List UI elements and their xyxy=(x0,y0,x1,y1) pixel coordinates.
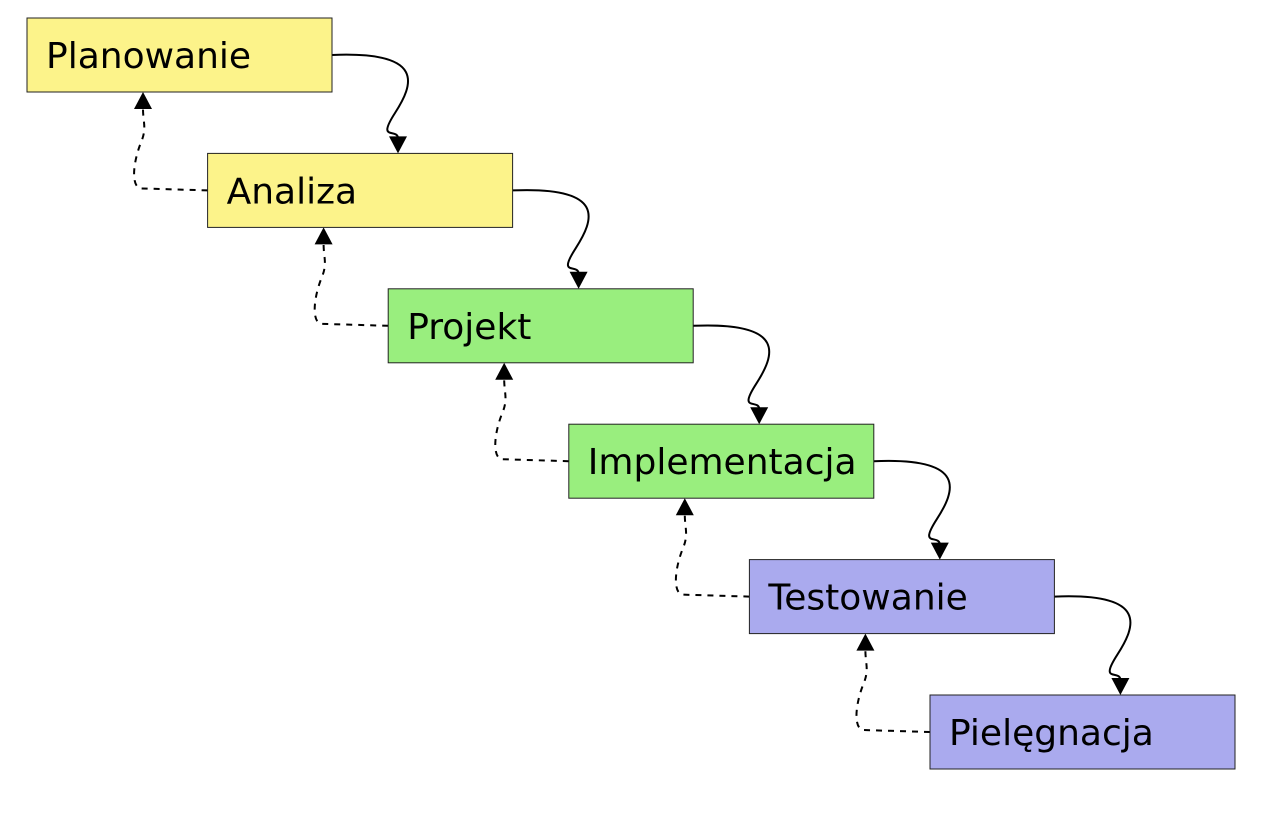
forward-arrow-line xyxy=(693,324,771,409)
backward-arrowhead-icon xyxy=(675,498,694,516)
stage-box xyxy=(26,17,333,93)
stage-box xyxy=(929,694,1236,770)
stage-label: Testowanie xyxy=(767,578,967,619)
stage-4: Implementacja xyxy=(568,423,875,499)
stage-5: Testowanie xyxy=(748,559,1055,635)
backward-arrow-line xyxy=(133,108,208,192)
stage-box xyxy=(207,152,514,228)
backward-arrow-line xyxy=(494,379,569,463)
forward-arrowhead-icon xyxy=(569,271,588,289)
stage-box xyxy=(748,559,1055,635)
connectors xyxy=(133,53,1132,733)
stages: PlanowanieAnalizaProjektImplementacjaTes… xyxy=(26,17,1236,770)
stage-label: Analiza xyxy=(227,171,357,212)
backward-arrowhead-icon xyxy=(856,633,875,651)
stage-box xyxy=(568,423,875,499)
stage-label: Projekt xyxy=(407,307,531,348)
forward-arrow-line xyxy=(1054,595,1132,680)
forward-arrowhead-icon xyxy=(750,407,769,425)
backward-arrowhead-icon xyxy=(495,362,514,380)
stage-3: Projekt xyxy=(387,288,694,364)
backward-arrow-line xyxy=(674,515,750,598)
forward-arrowhead-icon xyxy=(389,136,407,154)
stage-label: Pielęgnacja xyxy=(949,713,1154,754)
backward-arrow-line xyxy=(855,650,931,733)
stage-6: Pielęgnacja xyxy=(929,694,1236,770)
forward-arrowhead-icon xyxy=(930,542,949,560)
backward-arrow-line xyxy=(313,244,389,327)
forward-arrowhead-icon xyxy=(1111,678,1130,695)
stage-box xyxy=(387,288,694,364)
forward-arrow-line xyxy=(873,459,951,545)
stage-label: Planowanie xyxy=(46,36,251,77)
backward-arrowhead-icon xyxy=(314,227,333,245)
backward-arrowhead-icon xyxy=(134,92,152,109)
stage-label: Implementacja xyxy=(588,442,857,483)
forward-arrow-line xyxy=(331,53,410,138)
stage-1: Planowanie xyxy=(26,17,333,93)
forward-arrow-line xyxy=(512,189,590,274)
stage-2: Analiza xyxy=(207,152,514,228)
